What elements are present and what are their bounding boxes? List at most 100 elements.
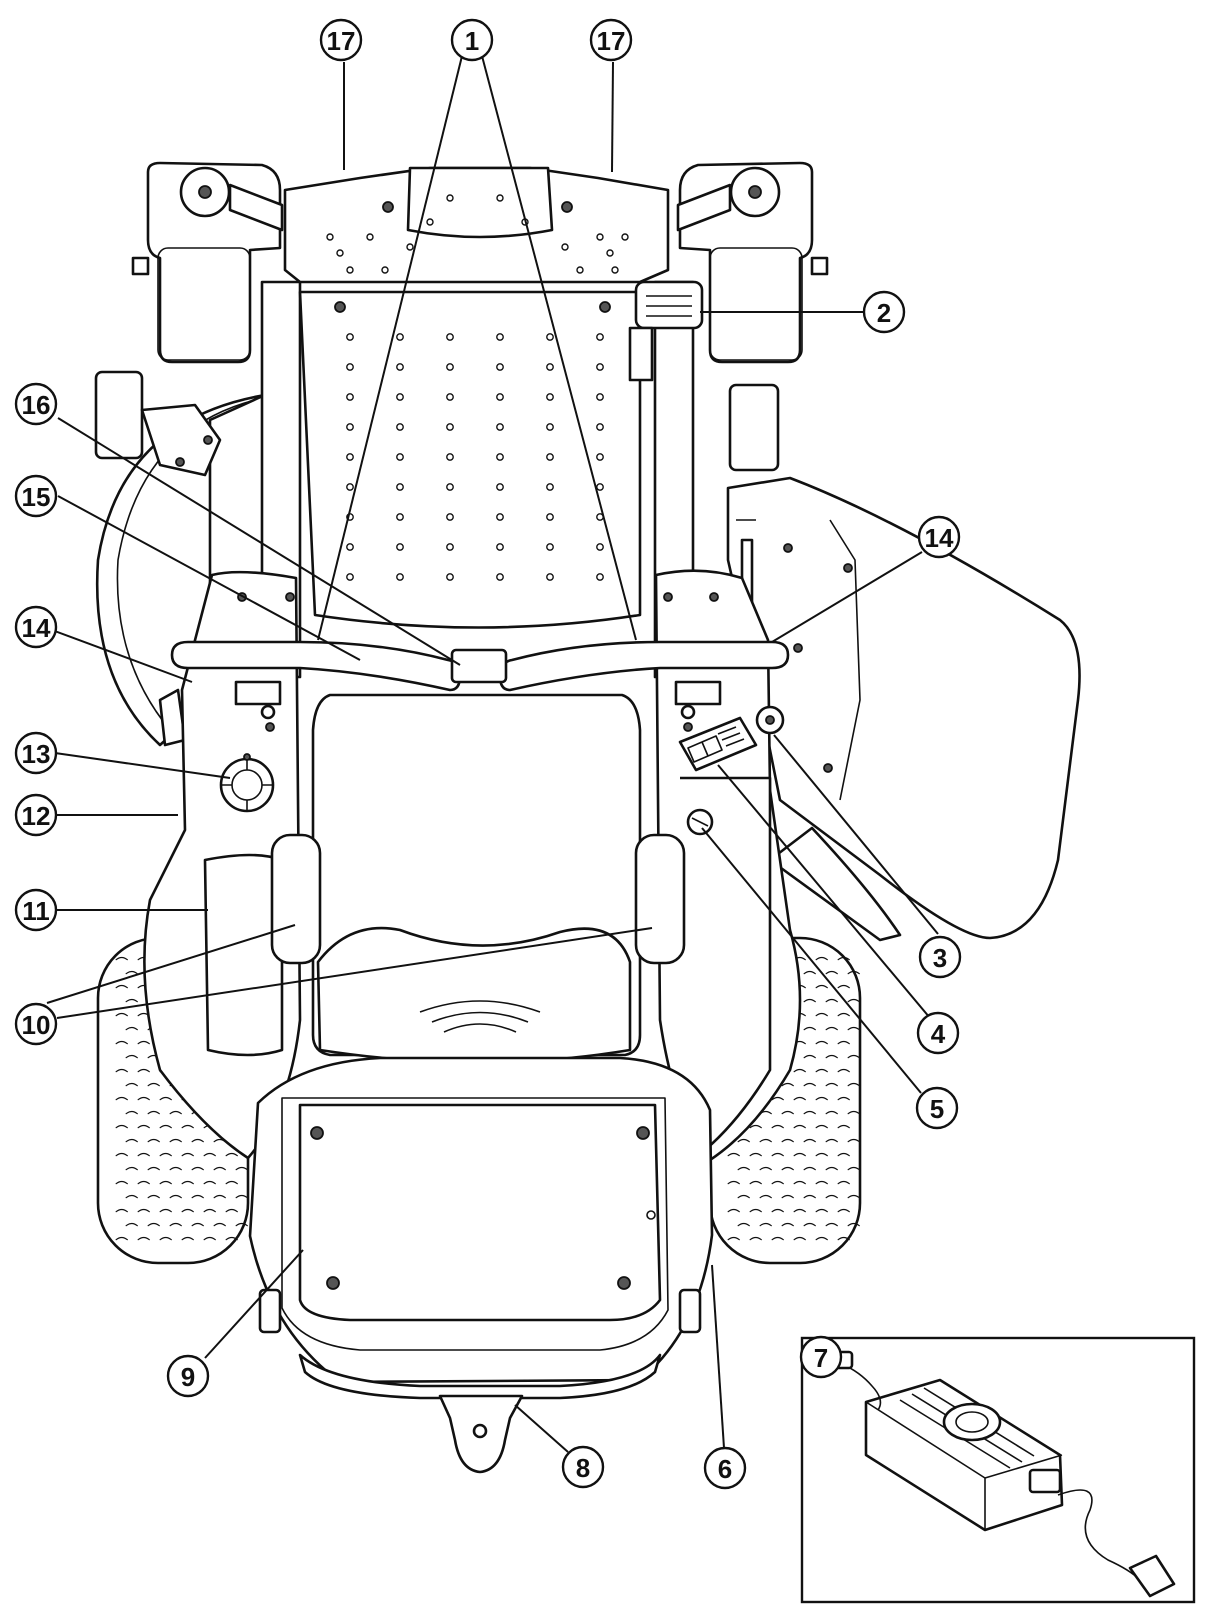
circuit-breaker-knob: [686, 808, 714, 836]
callout-circle: [166, 1354, 210, 1398]
tread-mark: [181, 1208, 195, 1213]
tread-mark: [749, 1124, 763, 1129]
left-lap-bar: [170, 640, 462, 692]
tread-mark: [781, 1194, 795, 1199]
tread-mark: [847, 1054, 861, 1059]
tread-mark: [137, 1152, 151, 1157]
tread-mark: [213, 1166, 227, 1171]
callout-label: 15: [22, 482, 51, 512]
platform-hole: [496, 453, 504, 461]
tread-mark: [235, 1222, 249, 1227]
tread-mark: [169, 1194, 183, 1199]
callout-17a: 17: [319, 18, 363, 62]
tread-mark: [793, 1124, 807, 1129]
tread-mark: [191, 1138, 205, 1143]
callout-11: 11: [14, 888, 58, 932]
bumper-hole: [576, 266, 584, 274]
callout-circle: [915, 1086, 959, 1130]
bumper-hole: [596, 233, 604, 241]
tread-mark: [147, 1166, 161, 1171]
tread-mark: [115, 1040, 129, 1045]
bumper-hole: [366, 233, 374, 241]
callout-label: 7: [814, 1343, 828, 1373]
platform-hole: [596, 573, 604, 581]
callout-label: 4: [931, 1019, 946, 1049]
tread-mark: [169, 1138, 183, 1143]
tread-mark: [159, 1180, 173, 1185]
platform-hole: [546, 453, 554, 461]
tread-mark: [235, 1166, 249, 1171]
platform-hole: [496, 513, 504, 521]
platform-hole: [346, 423, 354, 431]
tread-mark: [181, 1152, 195, 1157]
callout-15: 15: [14, 474, 58, 518]
tread-mark: [181, 1236, 195, 1241]
tread-mark: [793, 1068, 807, 1073]
platform-hole: [496, 423, 504, 431]
callout-circle: [561, 1445, 605, 1489]
tread-mark: [115, 1124, 129, 1129]
callout-circle: [319, 18, 363, 62]
callout-2: 2: [862, 290, 906, 334]
foot-platform: [298, 194, 642, 629]
callout-1: 1: [450, 18, 494, 62]
platform-hole: [396, 513, 404, 521]
platform-hole: [446, 393, 454, 401]
callout-16: 16: [14, 382, 58, 426]
tread-mark: [803, 1166, 817, 1171]
front-bumper: [283, 166, 670, 284]
tread-mark: [837, 1012, 851, 1017]
platform-hole: [596, 393, 604, 401]
tread-mark: [771, 1096, 785, 1101]
tread-mark: [793, 1236, 807, 1241]
tread-mark: [847, 1026, 861, 1031]
tread-mark: [147, 1194, 161, 1199]
tread-mark: [147, 1082, 161, 1087]
tread-mark: [759, 1222, 773, 1227]
callout-label: 5: [930, 1094, 944, 1124]
tread-mark: [137, 1040, 151, 1045]
platform-hole: [546, 513, 554, 521]
leader-lines: [46, 55, 939, 1453]
tread-mark: [837, 1236, 851, 1241]
bumper-hole: [496, 194, 504, 202]
tread-mark: [803, 1082, 817, 1087]
tread-mark: [137, 1180, 151, 1185]
tread-mark: [803, 1194, 817, 1199]
tread-mark: [815, 1152, 829, 1157]
tread-mark: [781, 1110, 795, 1115]
callout-circle: [14, 793, 58, 837]
tread-mark: [803, 998, 817, 1003]
tread-mark: [191, 1194, 205, 1199]
platform-hole: [396, 483, 404, 491]
tread-mark: [115, 1180, 129, 1185]
callout-circle: [917, 515, 961, 559]
tread-mark: [159, 1096, 173, 1101]
tread-mark: [825, 1138, 839, 1143]
tread-mark: [815, 1208, 829, 1213]
right-armrest: [634, 833, 686, 965]
left-armrest: [270, 833, 322, 965]
callout-9: 9: [166, 1354, 210, 1398]
key-switch: [755, 705, 785, 735]
tread-mark: [225, 1236, 239, 1241]
callout-circle: [14, 474, 58, 518]
tread-mark: [125, 1110, 139, 1115]
callout-label: 1: [465, 26, 479, 56]
platform-hole: [596, 333, 604, 341]
callout-10: 10: [14, 1002, 58, 1046]
tread-mark: [181, 1180, 195, 1185]
platform-hole: [546, 423, 554, 431]
tread-mark: [793, 1096, 807, 1101]
charging-cable: [1057, 1489, 1176, 1598]
callout-label: 11: [22, 896, 50, 926]
tread-mark: [159, 1208, 173, 1213]
callout-circle: [14, 731, 58, 775]
rear-bumper: [258, 1288, 702, 1400]
bumper-hole: [426, 218, 434, 226]
tread-mark: [115, 1236, 129, 1241]
tread-mark: [159, 1124, 173, 1129]
tread-mark: [727, 1152, 741, 1157]
